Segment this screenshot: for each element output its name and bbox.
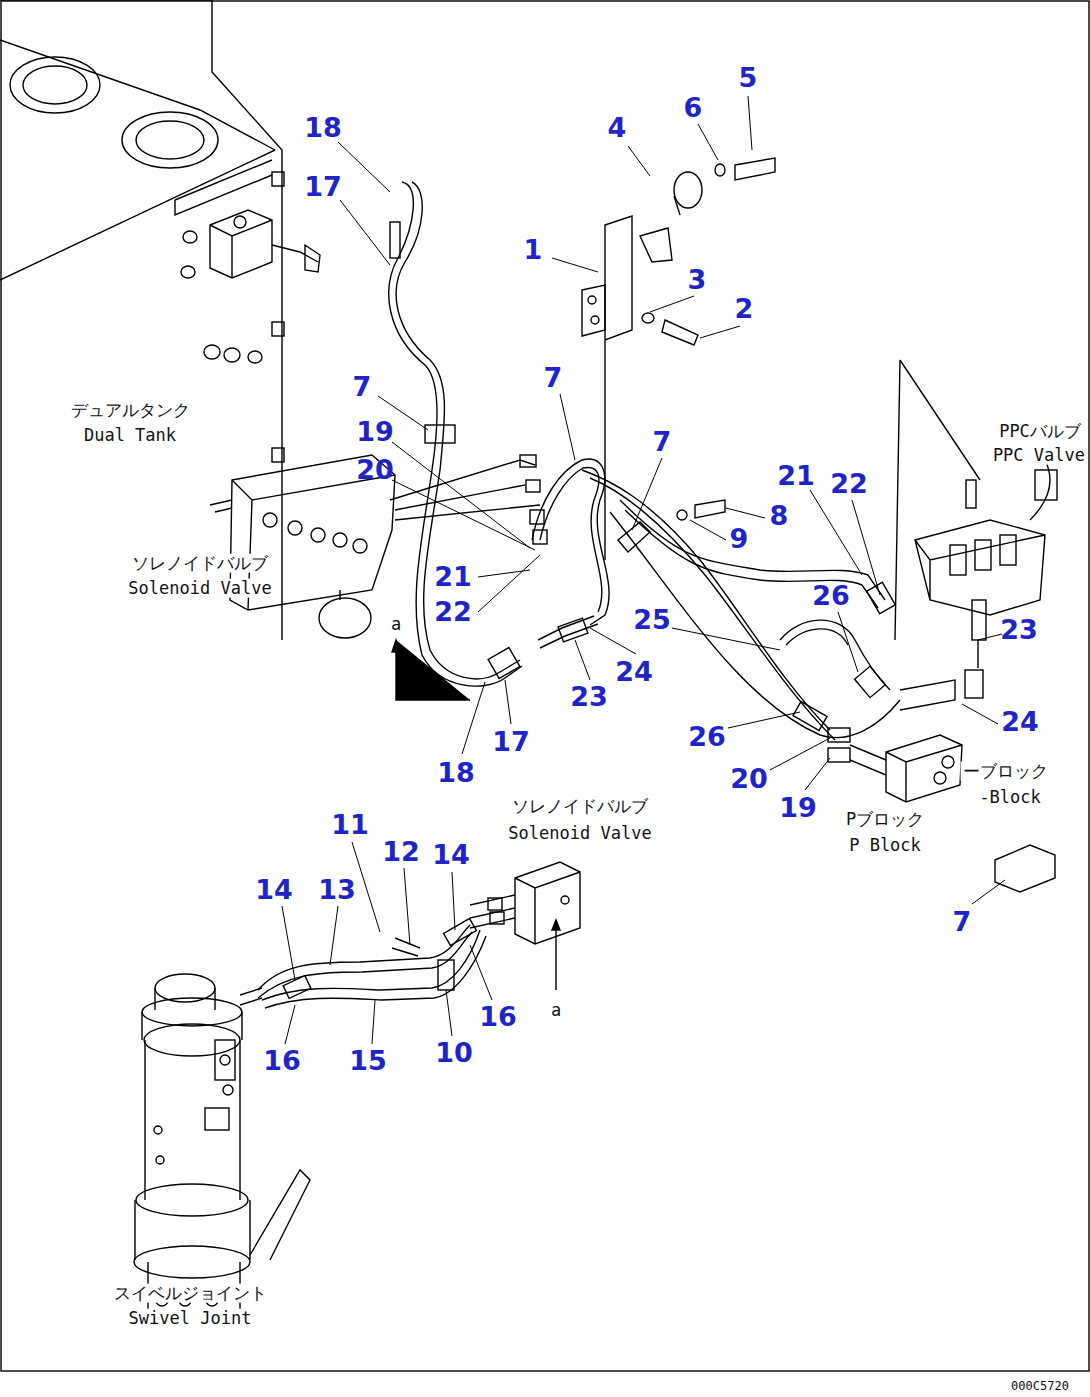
callout-number: 3 [688,265,707,295]
callout-number: 7 [544,363,563,393]
callout-number: 21 [777,461,815,491]
part-name: デュアルタンク [69,401,192,420]
callout-number: 12 [382,837,420,867]
callout-number: 21 [434,562,472,592]
callout-number: 26 [812,581,850,611]
part-name: a [549,1001,563,1020]
callout-number: 19 [356,417,394,447]
callout-number: 13 [318,875,356,905]
callout-number: 7 [653,427,672,457]
part-name: PPC Valve [991,446,1087,465]
part-name: ソレノイドバルブ [130,554,270,573]
callout-number: 18 [437,758,475,788]
callout-number: 7 [353,372,372,402]
callout-number: 8 [770,501,789,531]
callout-number: 15 [349,1046,387,1076]
part-name: Solenoid Valve [126,579,273,598]
part-name: P Block [847,836,923,855]
callout-number: 25 [633,605,671,635]
part-name: ーブロック [961,762,1050,781]
callout-number: 24 [615,657,653,687]
callout-number: 16 [263,1046,301,1076]
callout-number: 24 [1001,707,1039,737]
callout-number: 26 [688,722,726,752]
callout-number: 14 [255,875,293,905]
callout-number: 7 [953,907,972,937]
callout-number: 19 [779,793,817,823]
callout-number: 23 [570,682,608,712]
part-name: ソレノイドバルブ [510,797,650,816]
part-name: PPCバルブ [997,422,1083,441]
callout-number: 20 [730,764,768,794]
callout-number: 22 [830,469,868,499]
part-name: スイベルジョイント [112,1284,269,1303]
callout-number: 4 [608,113,627,143]
callout-number: 6 [684,93,703,123]
callout-number: 18 [304,113,342,143]
callout-number: 16 [479,1002,517,1032]
drawing-code: 000C5720 [1011,1380,1069,1393]
callout-number: 22 [434,597,472,627]
callout-number: 20 [356,455,394,485]
part-name: a [389,615,403,634]
callout-number: 10 [435,1038,473,1068]
part-name: Swivel Joint [127,1309,254,1328]
part-name: Pブロック [844,810,926,829]
callout-number: 17 [492,727,530,757]
callout-number: 11 [331,810,369,840]
callout-number: 9 [730,524,749,554]
callout-number: 14 [432,840,470,870]
callout-number: 17 [304,172,342,202]
part-name: Solenoid Valve [506,824,653,843]
part-name: -Block [977,788,1042,807]
part-name: Dual Tank [82,426,178,445]
callout-number: 23 [1000,615,1038,645]
callout-number: 2 [735,294,754,324]
callout-number: 1 [524,235,543,265]
callout-number: 5 [739,63,758,93]
